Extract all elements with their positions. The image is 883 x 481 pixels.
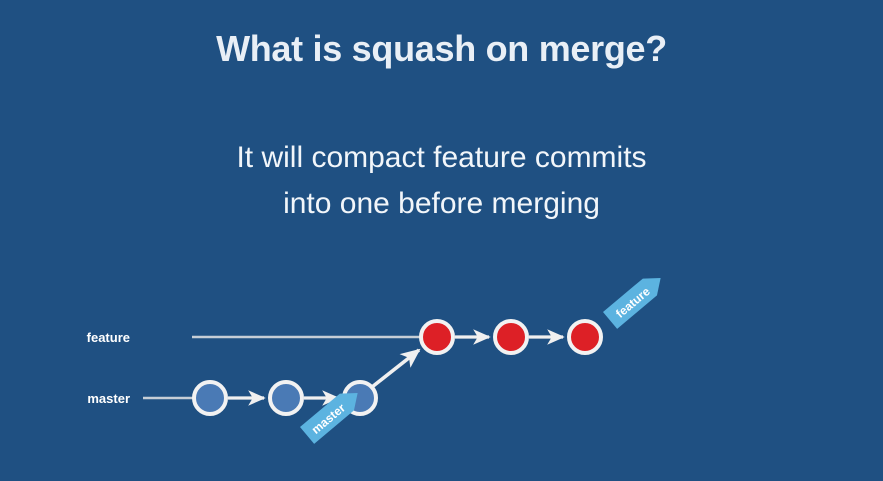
tag-feature[interactable]: feature: [603, 270, 668, 329]
commit-node-master-1[interactable]: [192, 380, 228, 416]
commit-node-feature-1[interactable]: [419, 319, 455, 355]
branch-label-master: master: [87, 391, 130, 406]
slide-subtitle: It will compact feature commits into one…: [0, 135, 883, 227]
commit-node-master-2[interactable]: [268, 380, 304, 416]
branch-label-feature: feature: [87, 330, 130, 345]
subtitle-line-1: It will compact feature commits: [236, 141, 647, 174]
connector-m3-f1-branch: [370, 348, 421, 389]
git-graph-diagram: feature master master feature: [0, 255, 883, 481]
commit-node-feature-3[interactable]: [567, 319, 603, 355]
subtitle-line-2: into one before merging: [283, 187, 600, 220]
page-title: What is squash on merge?: [216, 28, 667, 69]
commit-node-feature-2[interactable]: [493, 319, 529, 355]
